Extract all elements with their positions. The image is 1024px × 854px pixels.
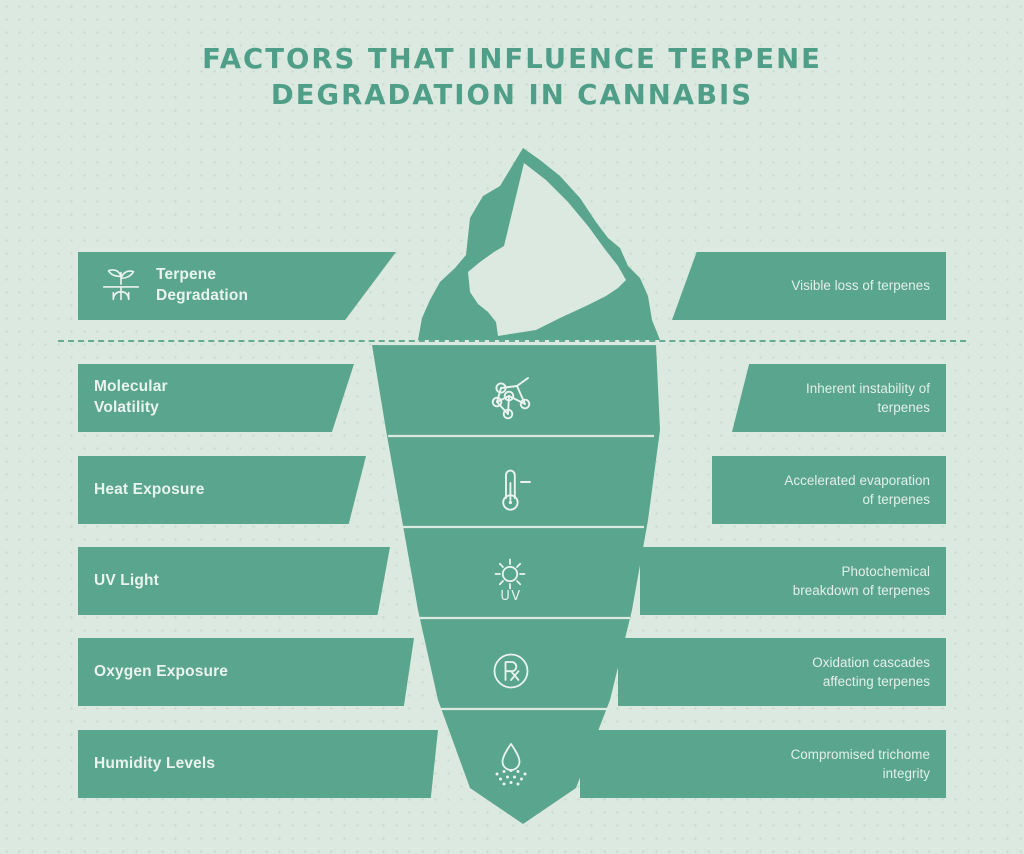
uv-icon-text: UV — [500, 589, 521, 604]
effect-description: Oxidation cascades affecting terpenes — [812, 653, 930, 691]
effect-description: Visible loss of terpenes — [791, 276, 930, 295]
factor-bar-left[interactable]: Heat Exposure — [78, 456, 366, 524]
effect-description-line-1: Compromised trichome — [790, 746, 930, 762]
effect-description-line-2: breakdown of terpenes — [792, 583, 930, 598]
effect-description-line-2: of terpenes — [862, 492, 930, 507]
effect-bar-right[interactable]: Photochemical breakdown of terpenes — [640, 547, 946, 615]
factor-label-line-1: Molecular — [94, 378, 168, 396]
factor-label: Humidity Levels — [94, 754, 215, 775]
humidity-droplet-icon — [484, 734, 540, 790]
effect-bar-right[interactable]: Visible loss of terpenes — [672, 252, 946, 320]
effect-bar-right[interactable]: Accelerated evaporation of terpenes — [712, 456, 946, 524]
factor-label-line-1: UV Light — [94, 571, 159, 589]
factor-label-line-2: Volatility — [94, 399, 159, 416]
effect-description: Accelerated evaporation of terpenes — [784, 471, 930, 509]
rx-circle-icon — [484, 644, 540, 700]
factor-label-line-1: Humidity Levels — [94, 754, 216, 772]
factor-label-line-1: Terpene — [156, 266, 217, 284]
iceberg-tip-facet — [468, 163, 626, 336]
effect-description-line-1: Oxidation cascades — [812, 654, 930, 670]
factor-label-line-2: Degradation — [156, 287, 249, 304]
effect-description: Photochemical breakdown of terpenes — [793, 562, 930, 600]
molecule-icon — [484, 372, 540, 428]
effect-description-line-1: Accelerated evaporation — [784, 472, 930, 488]
factor-label: UV Light — [94, 571, 159, 592]
factor-label-line-1: Heat Exposure — [94, 480, 205, 498]
page-title: FACTORS THAT INFLUENCE TERPENE DEGRADATI… — [0, 42, 1024, 114]
page-title-line-2: DEGRADATION IN CANNABIS — [270, 78, 754, 111]
effect-description-line-1: Visible loss of terpenes — [791, 278, 930, 294]
uv-sun-icon: UV — [484, 552, 540, 608]
effect-bar-right[interactable]: Oxidation cascades affecting terpenes — [618, 638, 946, 706]
factor-label: Oxygen Exposure — [94, 662, 228, 683]
effect-description: Inherent instability of terpenes — [806, 379, 930, 417]
effect-bar-right[interactable]: Compromised trichome integrity — [580, 730, 946, 798]
effect-description-line-1: Photochemical — [841, 563, 930, 579]
effect-description: Compromised trichome integrity — [791, 745, 930, 783]
waterline-divider — [58, 340, 966, 342]
thermometer-icon — [484, 462, 540, 518]
factor-bar-left[interactable]: Humidity Levels — [78, 730, 438, 798]
factor-label-line-1: Oxygen Exposure — [94, 662, 229, 680]
factor-label: Heat Exposure — [94, 480, 205, 501]
page-title-line-1: FACTORS THAT INFLUENCE TERPENE — [202, 43, 822, 75]
effect-description-line-2: affecting terpenes — [822, 674, 930, 689]
factor-bar-left[interactable]: UV Light — [78, 547, 390, 615]
seedling-roots-icon — [98, 263, 144, 309]
factor-bar-left[interactable]: Oxygen Exposure — [78, 638, 414, 706]
effect-bar-right[interactable]: Inherent instability of terpenes — [732, 364, 946, 432]
effect-description-line-2: integrity — [882, 766, 930, 781]
effect-description-line-2: terpenes — [877, 400, 930, 415]
effect-description-line-1: Inherent instability of — [806, 380, 930, 396]
iceberg-tip — [418, 148, 660, 340]
